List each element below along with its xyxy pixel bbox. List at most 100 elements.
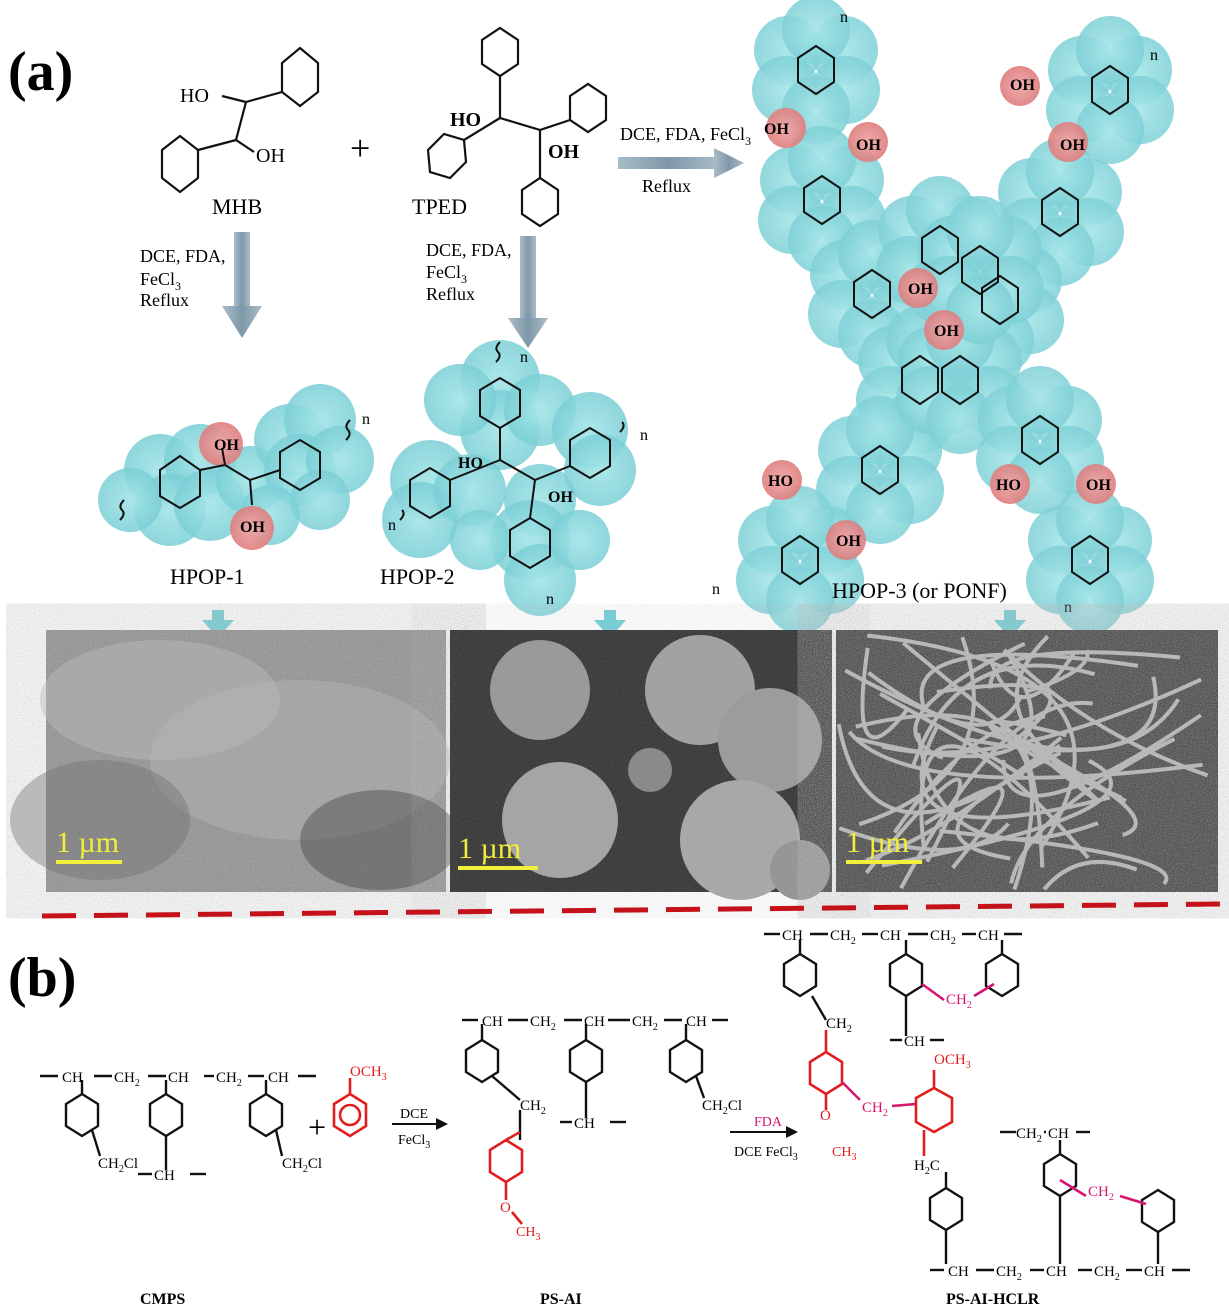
hpop3-ring [853, 268, 891, 320]
hpop3-oh-1: OH [764, 121, 789, 138]
hpop3-oh-sphere [848, 122, 888, 162]
plus-sign-a: + [350, 128, 370, 168]
sem-fiber [955, 751, 1062, 861]
panel-b-label: (b) [8, 947, 76, 1009]
hpop2-n-top: n [520, 349, 528, 366]
hclr-ch2-bridge: CH2 [826, 1016, 852, 1035]
label-psaihclr: PS-AI-HCLR [946, 1291, 1040, 1308]
hpop3-oh-sphere [1000, 66, 1040, 106]
hclr-ch2-3: CH2 [1016, 1126, 1042, 1145]
scale-bar-3 [846, 860, 922, 864]
tped-label: TPED [412, 194, 467, 219]
hpop3-oh-3: OH [1010, 77, 1035, 94]
scale-bar-1 [56, 860, 122, 864]
hclr-ch3: CH3 [832, 1145, 856, 1163]
anisole-och3: OCH3 [350, 1064, 387, 1083]
hpop3-oh-7: OH [836, 533, 861, 550]
cmps-ch-4: CH [154, 1168, 175, 1184]
arrow-right [618, 148, 744, 178]
hpop3-ring [1041, 186, 1079, 238]
mhb-oh: OH [256, 145, 285, 167]
cond-tped-line2: FeCl3 [426, 262, 467, 286]
scale-bar-label-1: 1 µm [56, 826, 119, 859]
hpop2-n-right: n [640, 427, 648, 444]
hpop3-label: HPOP-3 (or PONF) [832, 578, 1007, 603]
scale-bar-label-3: 1 µm [846, 826, 909, 859]
hclr-ch-7: CH [1046, 1264, 1067, 1280]
psai-o: O [500, 1200, 511, 1216]
hclr-och3: OCH3 [934, 1052, 971, 1071]
label-cmps: CMPS [140, 1291, 185, 1308]
hpop3-n-4: n [1064, 599, 1072, 616]
sem-fiber [1026, 744, 1138, 837]
psai-ch2-bridge: CH2 [520, 1098, 546, 1117]
hpop3-oh-6: OH [934, 323, 959, 340]
sem-fiber [936, 683, 1053, 747]
hpop3-sphere [1006, 366, 1074, 434]
cmps-ch-2: CH [168, 1070, 189, 1086]
sem-fiber [893, 714, 1046, 834]
psai-ch-4: CH [574, 1116, 595, 1132]
hpop3-structure [736, 0, 1174, 634]
reagent-dce-1: DCE [400, 1107, 428, 1122]
hpop3-oh-sphere [826, 520, 866, 560]
label-psai: PS-AI [540, 1291, 582, 1308]
arrow-mhb-down [222, 232, 262, 338]
hpop3-n-2: n [1150, 47, 1158, 64]
hclr-ch-5: CH [1048, 1126, 1069, 1142]
hpop3-n-1: n [840, 9, 848, 26]
hpop3-ring [901, 354, 939, 406]
hpop3-ring [961, 244, 999, 296]
mhb-molecule [160, 46, 320, 194]
hpop3-ring [803, 174, 841, 226]
hpop3-sphere [946, 196, 1014, 264]
hpop3-sphere [1076, 96, 1144, 164]
hpop3-sphere [1056, 566, 1124, 634]
sem-fiber [858, 636, 976, 827]
cond-right-line2: Reflux [642, 176, 691, 196]
hpop2-ho: HO [458, 455, 483, 472]
hclr-ch2-magenta-2: CH2 [862, 1100, 888, 1119]
sem-fiber [860, 647, 909, 740]
sem-fiber [1009, 737, 1176, 884]
sem-arrows [202, 610, 1026, 638]
sem-fiber [1003, 726, 1045, 868]
psai-ch-3: CH [686, 1014, 707, 1030]
tped-ho: HO [450, 109, 481, 131]
hclr-ch2-1: CH2 [830, 928, 856, 947]
mhb-label: MHB [212, 194, 262, 219]
sem-fiber [867, 671, 1024, 727]
sem-fiber [847, 730, 1203, 780]
hpop1-oh-bottom: OH [240, 519, 265, 536]
reagent-fda: FDA [754, 1115, 783, 1130]
hpop3-ho-2: HO [996, 477, 1021, 494]
hpop3-ring [1091, 64, 1129, 116]
hclr-ch2-5: CH2 [1094, 1264, 1120, 1283]
sem-image-hpop2 [450, 630, 832, 900]
psai-methoxyphenyl [488, 1130, 524, 1225]
hpop3-oh-sphere [898, 268, 938, 308]
hpop1-label: HPOP-1 [170, 564, 245, 589]
hpop3-ring [981, 274, 1019, 326]
plus-sign-b: + [308, 1109, 326, 1145]
hpop3-sphere [788, 126, 856, 194]
sem-fiber [988, 650, 1181, 689]
sem-fiber [867, 633, 1077, 849]
cmps-structure [40, 1074, 316, 1176]
psai-ch2-1: CH2 [530, 1014, 556, 1033]
arrow-tped-down [508, 236, 548, 348]
tped-oh: OH [548, 141, 580, 163]
hpop3-ring [861, 444, 899, 496]
hpop3-sphere [782, 0, 850, 64]
scale-bar-label-2: 1 µm [458, 832, 521, 865]
hpop3-ring [921, 224, 959, 276]
hpop1-n: n [362, 411, 370, 428]
psai-structure [462, 1018, 728, 1140]
hclr-ch-4: CH [904, 1034, 925, 1050]
hpop3-sphere [766, 566, 834, 634]
sem-fiber [923, 785, 1005, 870]
hpop2-n-left: n [388, 517, 396, 534]
tped-molecule [426, 26, 608, 228]
hpop2-n-bottom: n [546, 591, 554, 608]
psaihclr-red-rings [808, 1030, 954, 1156]
